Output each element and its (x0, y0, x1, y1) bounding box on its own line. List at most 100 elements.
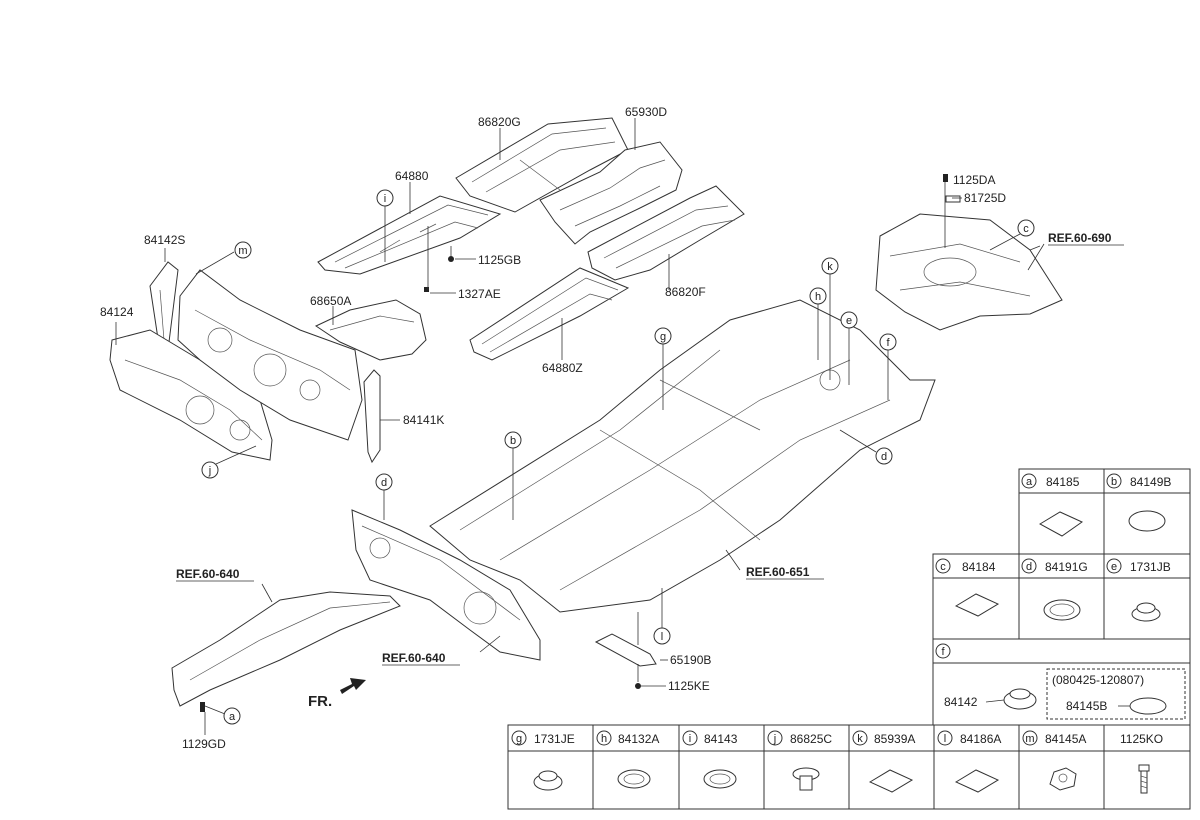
legend-cell-j: j 86825C (767, 730, 832, 791)
letter-b-callout: b (504, 431, 522, 449)
letter-d-callout: d (875, 447, 893, 465)
ref-60-651: REF.60-651 (746, 565, 824, 580)
legend-cell-m: m 84145A (1022, 730, 1086, 791)
svg-text:j: j (208, 465, 211, 477)
legend-part-i: 84143 (704, 732, 738, 746)
nut-icon (1049, 767, 1077, 791)
svg-text:g: g (516, 733, 522, 745)
letter-g-callout: g (654, 327, 672, 345)
svg-text:i: i (689, 733, 691, 745)
callout-1125DA: 1125DA (953, 173, 995, 187)
dash-insulator-84124 (109, 329, 273, 461)
svg-text:e: e (1111, 561, 1117, 573)
bracket-68650A (314, 299, 427, 361)
svg-text:m: m (238, 245, 247, 257)
grommet-icon (703, 769, 737, 789)
legend-part-l: 84186A (960, 732, 1001, 746)
pad-icon (868, 769, 914, 793)
front-label: FR. (308, 693, 332, 710)
callout-1129GD: 1129GD (182, 737, 226, 751)
svg-text:b: b (1111, 476, 1117, 488)
grommet-icon (617, 769, 651, 789)
callout-1327AE: 1327AE (458, 287, 501, 301)
legend-cell-h: h 84132A (596, 730, 659, 789)
front-floor-panel (351, 509, 541, 661)
letter-l-callout: l (653, 627, 671, 645)
callout-1125GB: 1125GB (478, 253, 521, 267)
legend-part-f-right: 84145B (1066, 699, 1107, 713)
arrow-icon (340, 678, 366, 694)
svg-text:a: a (229, 711, 236, 723)
legend-cell-g: g 1731JE (511, 730, 575, 791)
letter-e-callout: e (840, 311, 858, 329)
pad-icon (954, 769, 1000, 793)
svg-text:a: a (1026, 476, 1033, 488)
rear-floor (875, 213, 1063, 331)
callout-86820F: 86820F (665, 285, 706, 299)
under-tray-64880 (317, 195, 502, 275)
callout-65930D: 65930D (625, 105, 667, 119)
legend-cell-i: i 84143 (682, 730, 738, 789)
ref-60-640-center: REF.60-640 (382, 651, 460, 666)
callout-65190B: 65190B (670, 653, 711, 667)
pad-icon (954, 593, 1000, 617)
callout-84141K: 84141K (403, 413, 444, 427)
legend-table-right: a 84185 b 84149B c 84184 d 84191G (932, 468, 1191, 726)
legend-cell-k: k 85939A (852, 730, 915, 793)
fastener-1327AE (424, 287, 429, 292)
legend-cell-b: b 84149B (1106, 473, 1171, 532)
legend-part-bolt: 1125KO (1120, 732, 1163, 746)
svg-text:g: g (660, 331, 666, 343)
callout-84124: 84124 (100, 305, 134, 319)
svg-text:f: f (941, 646, 945, 658)
legend-part-a: 84185 (1046, 475, 1080, 489)
letter-h-callout: h (809, 287, 827, 305)
legend-cell-f: f 84142 (080425-120807) 84145B (935, 643, 1167, 715)
oval-plug-icon (1128, 510, 1166, 532)
svg-text:k: k (857, 733, 863, 745)
ref-60-690: REF.60-690 (1048, 231, 1124, 246)
bolt-1125KE (635, 664, 641, 689)
svg-text:j: j (773, 733, 776, 745)
fastener-1125GB (448, 246, 454, 262)
under-cover-86820G (455, 117, 629, 213)
bracket-81725D (945, 195, 961, 203)
svg-text:c: c (940, 561, 946, 573)
legend-part-b: 84149B (1130, 475, 1171, 489)
svg-text:d: d (881, 451, 887, 463)
front-side-member (171, 591, 401, 707)
svg-text:h: h (601, 733, 607, 745)
letter-j-callout: j (201, 461, 219, 479)
svg-text:l: l (944, 733, 946, 745)
legend-cell-l: l 84186A (937, 730, 1001, 793)
legend-part-k: 85939A (874, 732, 915, 746)
letter-callouts: i m j c k h e f d g b d l a (201, 189, 1035, 725)
bolt-1129GD (200, 702, 205, 712)
svg-text:h: h (815, 291, 821, 303)
leader-lines (115, 118, 1045, 735)
svg-text:e: e (846, 315, 852, 327)
svg-text:f: f (886, 337, 890, 349)
letter-k-callout: k (821, 257, 839, 275)
callout-64880Z: 64880Z (542, 361, 583, 375)
legend-part-c: 84184 (962, 560, 996, 574)
callout-86820G: 86820G (478, 115, 521, 129)
callout-68650A: 68650A (310, 294, 351, 308)
under-tray-64880Z (469, 267, 630, 361)
legend-part-m: 84145A (1045, 732, 1086, 746)
legend-cell-a: a 84185 (1021, 473, 1084, 537)
svg-text:c: c (1023, 223, 1029, 235)
dash-panel (177, 269, 363, 441)
svg-text:m: m (1025, 733, 1034, 745)
letter-i-callout: i (376, 189, 394, 207)
grommet-icon (1043, 599, 1081, 621)
letter-a-callout: a (223, 707, 241, 725)
legend-part-g: 1731JE (534, 732, 575, 746)
pad-84141K (363, 369, 381, 464)
callout-64880: 64880 (395, 169, 429, 183)
callout-84142S: 84142S (144, 233, 185, 247)
legend-part-d: 84191G (1045, 560, 1088, 574)
legend-cell-c: c 84184 (935, 558, 1000, 617)
callout-81725D: 81725D (964, 191, 1006, 205)
